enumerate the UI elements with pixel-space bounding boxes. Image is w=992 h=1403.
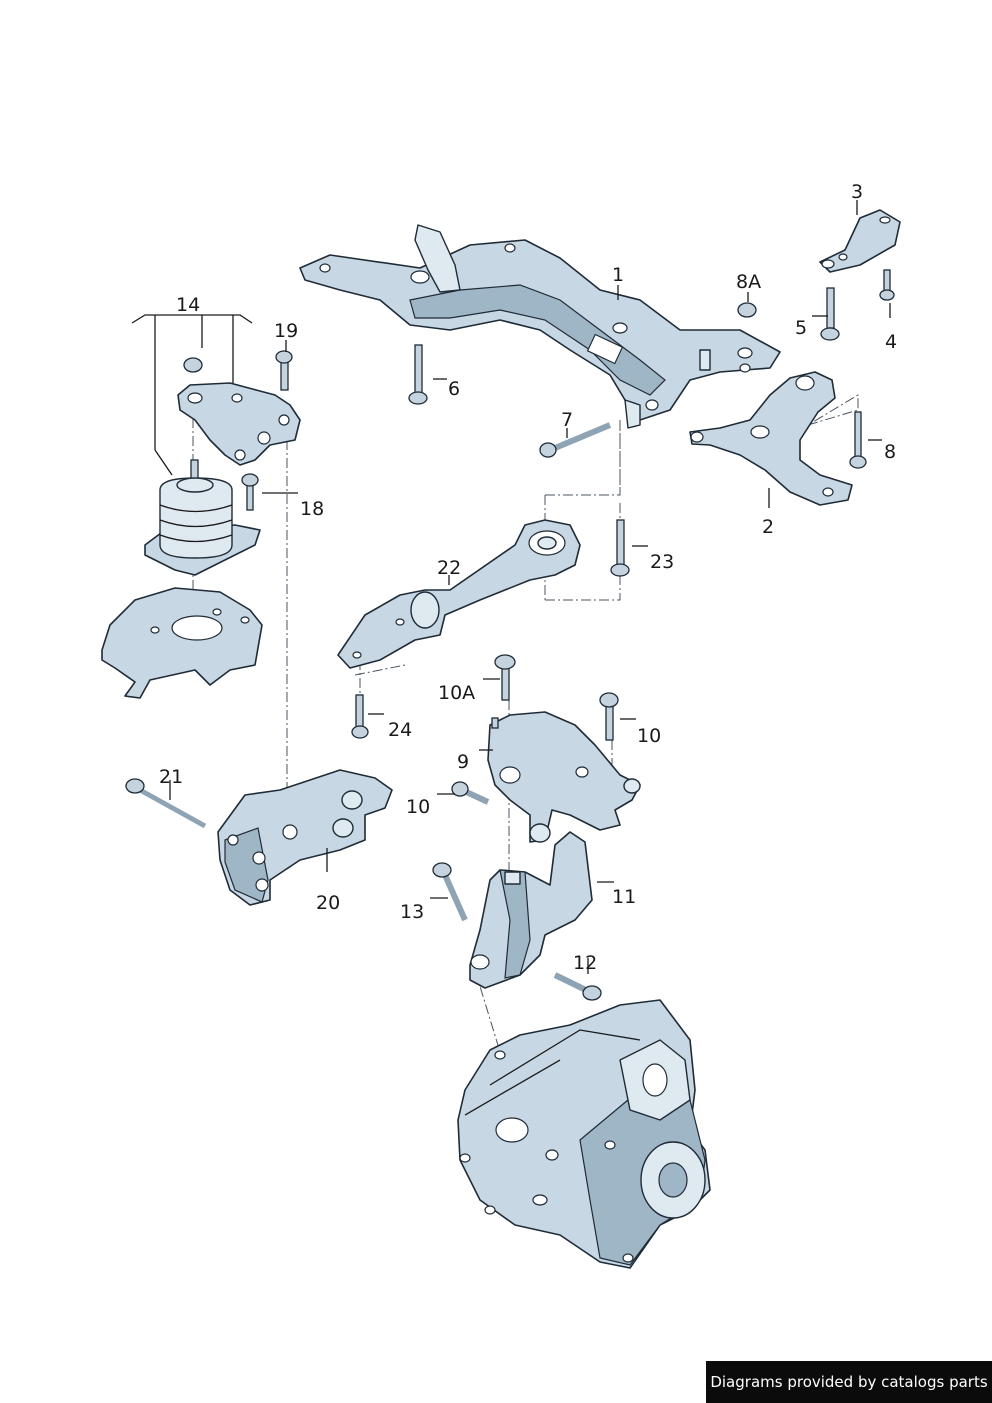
callout-3: 3 — [851, 181, 864, 203]
engine-mount-part — [101, 382, 301, 699]
bracket-20-part — [217, 769, 393, 906]
callout-8: 8 — [884, 441, 897, 463]
wishbone-part — [689, 371, 853, 506]
callout-6: 6 — [448, 378, 461, 400]
callout-8a: 8A — [736, 271, 762, 293]
bracket-3-part — [819, 209, 901, 273]
callout-22: 22 — [437, 557, 462, 579]
callout-19: 19 — [274, 320, 299, 342]
callout-10a: 10A — [438, 682, 476, 704]
footer-credit-text: Diagrams provided by catalogs parts — [710, 1373, 988, 1391]
gearbox-part — [457, 999, 711, 1269]
bolts — [125, 269, 895, 1001]
footer-credit: Diagrams provided by catalogs parts — [706, 1361, 992, 1403]
callout-24: 24 — [388, 719, 413, 741]
gearbox-mount-part — [487, 711, 641, 843]
callout-1: 1 — [612, 264, 625, 286]
callout-23: 23 — [650, 551, 675, 573]
callout-9: 9 — [457, 751, 470, 773]
callout-21: 21 — [159, 766, 184, 788]
callout-2: 2 — [762, 516, 775, 538]
callout-20: 20 — [316, 892, 341, 914]
callout-7: 7 — [561, 409, 574, 431]
subframe-part — [299, 224, 781, 429]
callout-12: 12 — [573, 952, 598, 974]
leader-lines — [131, 200, 891, 974]
support-bracket-part — [469, 831, 593, 989]
callout-10-right: 10 — [637, 725, 662, 747]
callout-10-left: 10 — [406, 796, 431, 818]
callout-14: 14 — [176, 294, 201, 316]
callout-11: 11 — [612, 886, 637, 908]
callout-5: 5 — [795, 317, 808, 339]
callout-13: 13 — [400, 901, 425, 923]
torque-support-part — [337, 519, 581, 669]
callout-18: 18 — [300, 498, 325, 520]
callout-4: 4 — [885, 331, 898, 353]
